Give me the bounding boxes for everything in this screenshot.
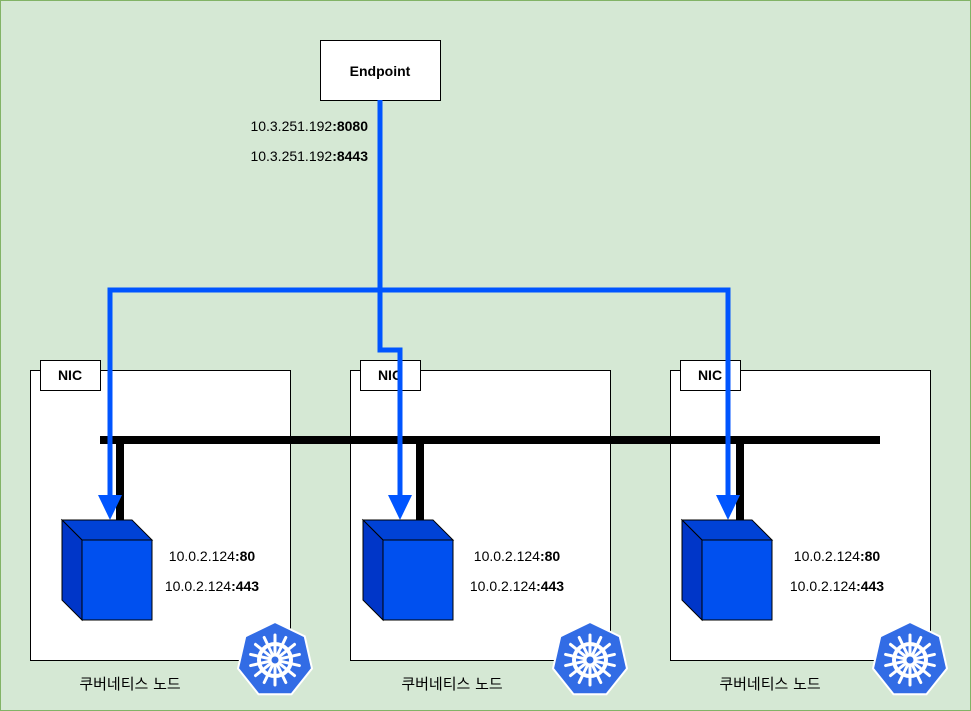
nic-label-1: NIC bbox=[58, 367, 82, 383]
node-2-addr-443: 10.0.2.124:443 bbox=[470, 578, 564, 594]
node-label-2: 쿠버네티스 노드 bbox=[401, 675, 503, 693]
nic-label-3: NIC bbox=[698, 367, 722, 383]
node-1-addr-443: 10.0.2.124:443 bbox=[165, 578, 259, 594]
node-label-3: 쿠버네티스 노드 bbox=[719, 675, 821, 693]
node-1-addr-80: 10.0.2.124:80 bbox=[169, 548, 256, 564]
node-box-1 bbox=[30, 370, 291, 661]
nic-label-2: NIC bbox=[378, 367, 402, 383]
node-3-addr-80: 10.0.2.124:80 bbox=[794, 548, 881, 564]
route-line-middle bbox=[377, 290, 403, 500]
node-label-1: 쿠버네티스 노드 bbox=[79, 675, 181, 693]
node-3-addr-443: 10.0.2.124:443 bbox=[790, 578, 884, 594]
container-cube-1 bbox=[60, 518, 154, 622]
endpoint-box bbox=[320, 40, 441, 101]
arrowhead-3 bbox=[716, 495, 740, 520]
arrowhead-1 bbox=[98, 495, 122, 520]
route-line-main bbox=[107, 100, 383, 500]
nic-tag-2 bbox=[360, 360, 421, 391]
container-cube-2 bbox=[361, 518, 455, 622]
route-line-right bbox=[380, 287, 731, 500]
container-cube-3 bbox=[680, 518, 774, 622]
nic-tag-1 bbox=[40, 360, 101, 391]
endpoint-addr-8443: 10.3.251.192:8443 bbox=[250, 148, 368, 164]
endpoint-label: Endpoint bbox=[350, 63, 411, 79]
endpoint-addr-8080: 10.3.251.192:8080 bbox=[250, 118, 368, 134]
node-2-addr-80: 10.0.2.124:80 bbox=[474, 548, 561, 564]
arrowhead-2 bbox=[388, 495, 412, 520]
